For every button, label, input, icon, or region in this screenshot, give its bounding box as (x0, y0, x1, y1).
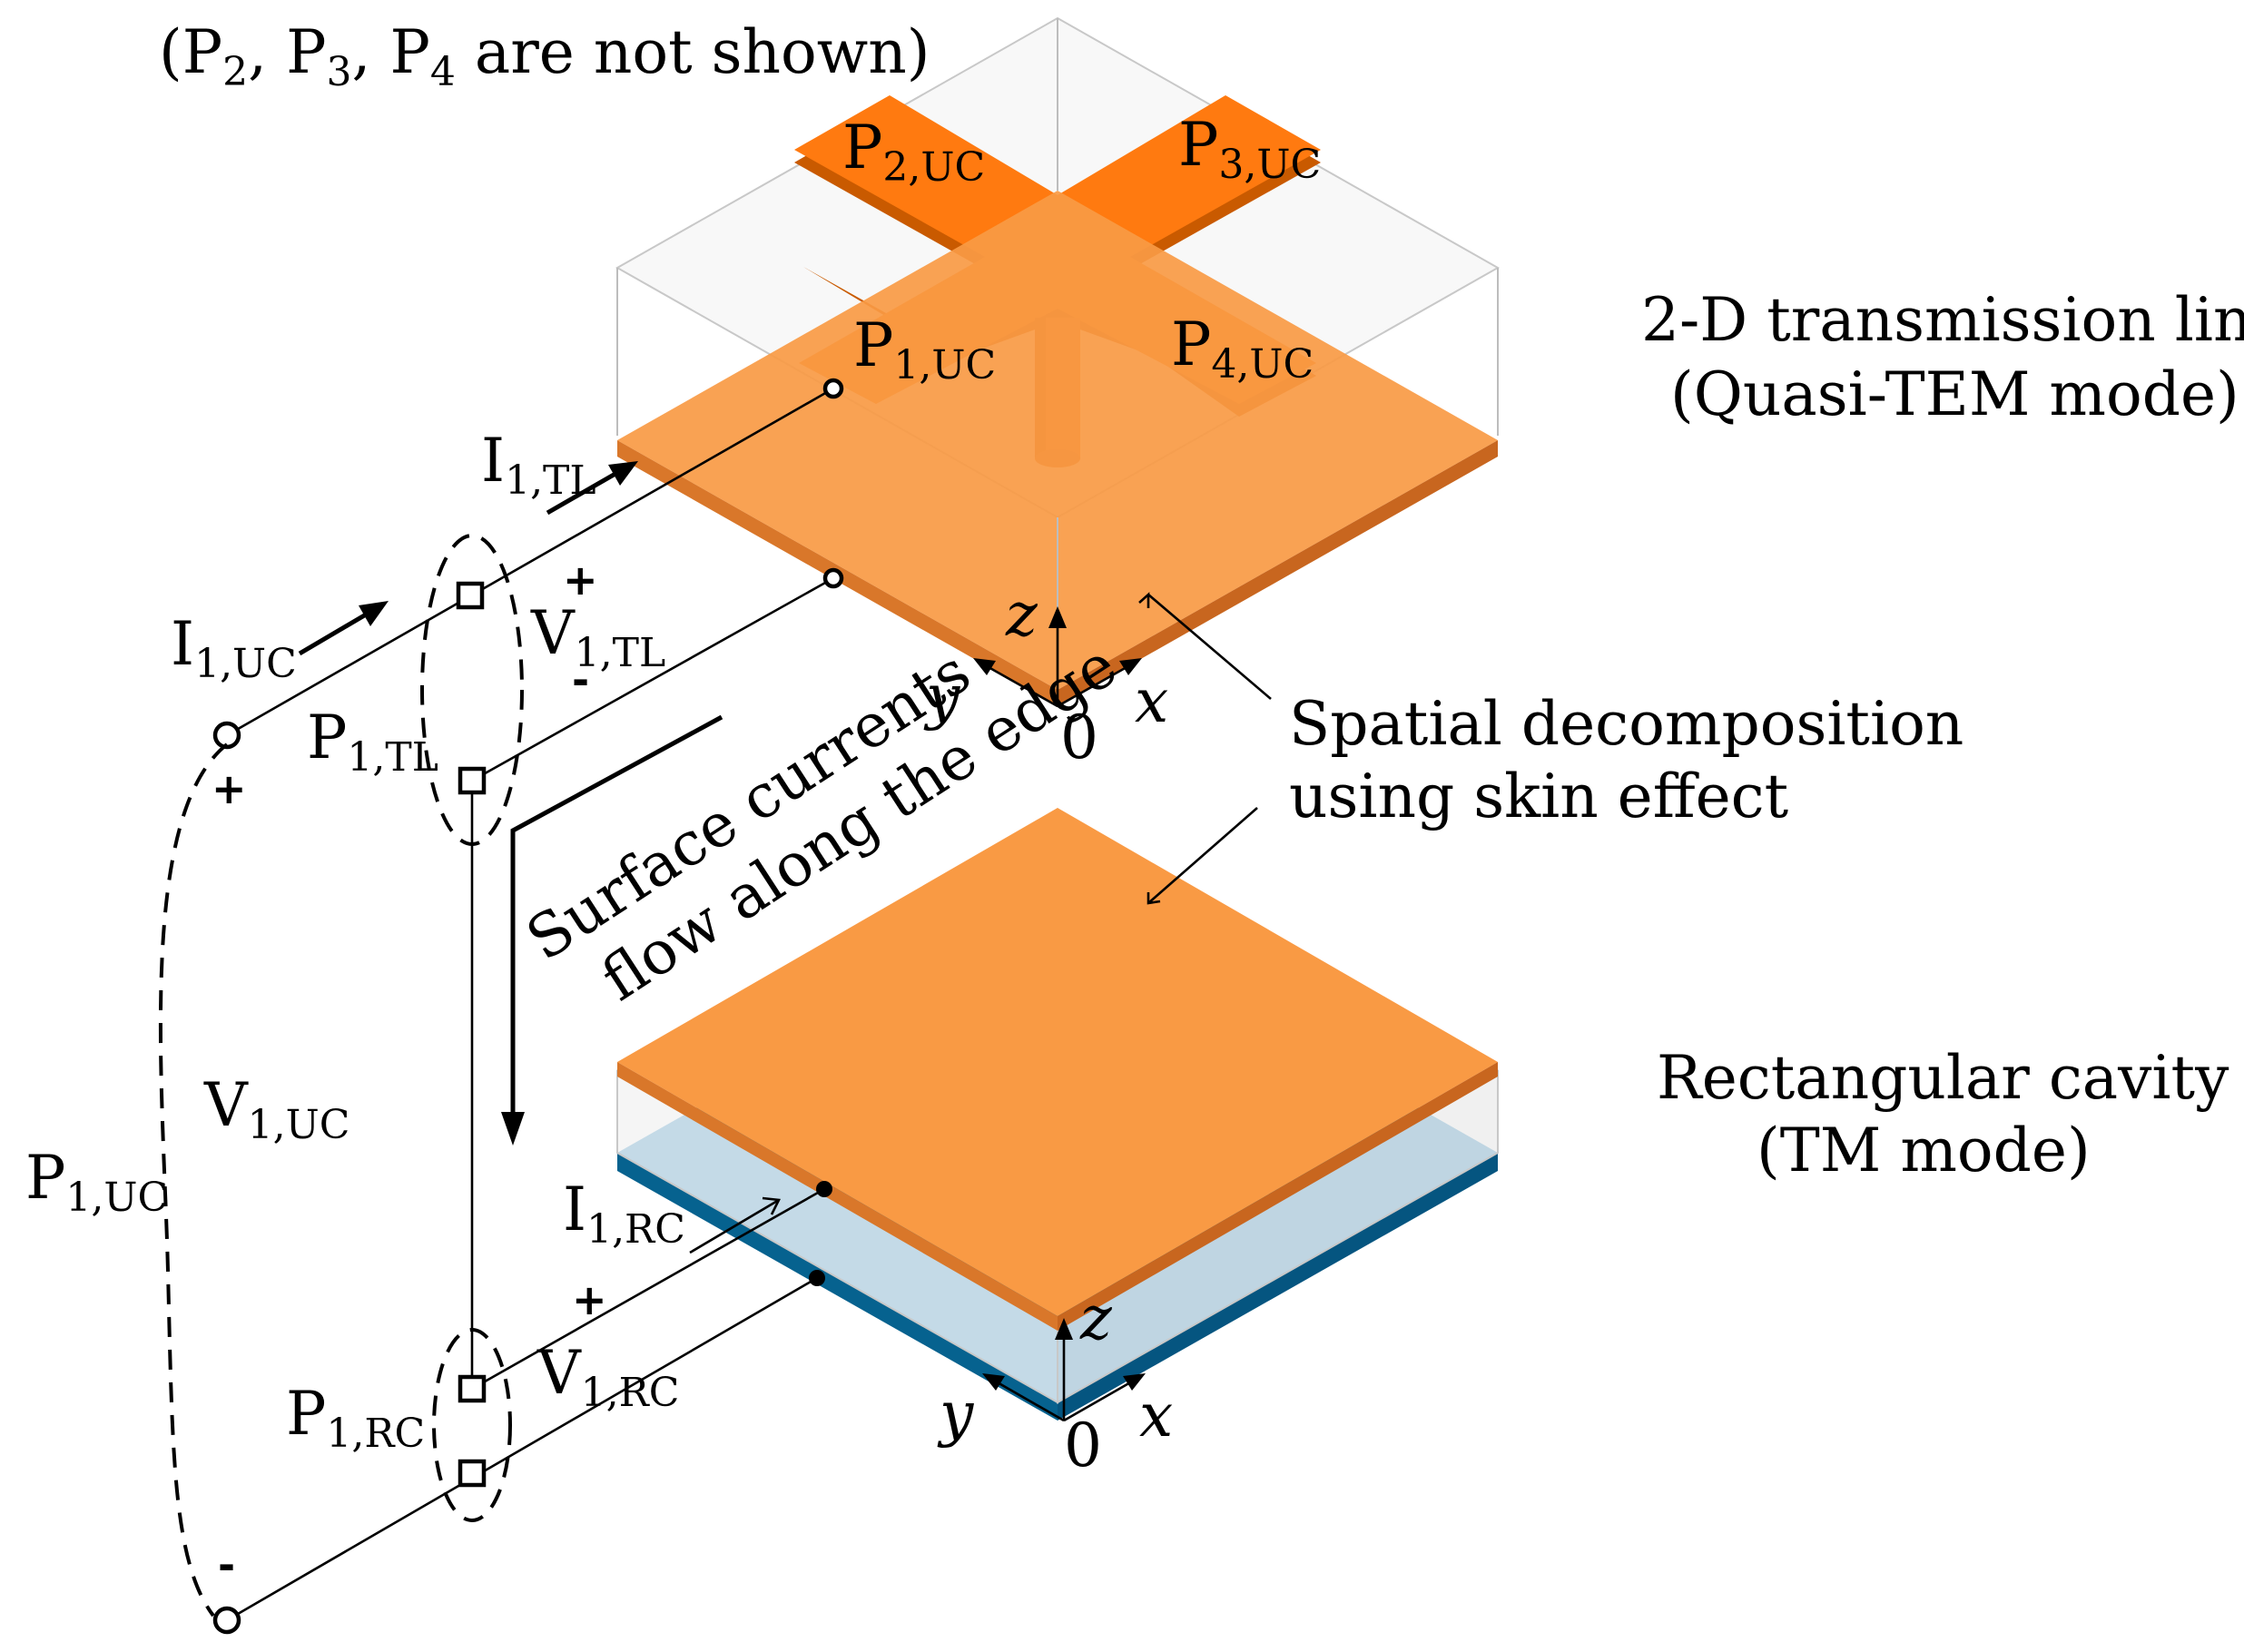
rc-node-lower (809, 1270, 825, 1286)
tl-port-group (420, 534, 524, 846)
uc-node-minus (212, 1606, 241, 1635)
top-axis-y: y (923, 662, 960, 732)
top-axis-x: x (1135, 666, 1168, 736)
top-axis-z: z (1005, 580, 1038, 650)
decomposition-line2: using skin effect (1289, 762, 1788, 831)
tl-title-line1: 2-D transmission line (1641, 285, 2244, 355)
tl-node-upper (822, 378, 844, 399)
uc-port-arc (158, 742, 229, 1618)
uc-minus: - (218, 1540, 235, 1589)
decomposition-pointer-bottom (1147, 807, 1258, 904)
top-axes: z y x 0 (923, 580, 1168, 772)
bottom-axis-origin: 0 (1064, 1411, 1102, 1480)
port-p2uc: P2,UC (842, 113, 985, 191)
top-axis-origin: 0 (1060, 703, 1098, 772)
label-i1rc: I1,RC (563, 1175, 685, 1253)
label-i1uc: I1,UC (171, 609, 297, 687)
rc-plus: + (572, 1275, 607, 1324)
not-shown-note: (P2, P3, P4 are not shown) (159, 17, 930, 95)
bottom-axis-y: y (937, 1379, 974, 1449)
bottom-axes: z y x 0 (937, 1283, 1173, 1480)
decomposition-line1: Spatial decomposition (1289, 689, 1964, 759)
port-p4uc: P4,UC (1171, 310, 1314, 388)
circuit (158, 378, 844, 1635)
tl-minus: - (572, 655, 589, 704)
rc-port-lower (458, 1459, 487, 1488)
tl-port-lower (458, 766, 487, 795)
uc-plus: + (212, 764, 247, 813)
label-v1tl: V1,TL (530, 598, 665, 676)
uc-node-plus (212, 721, 241, 750)
bottom-axis-x: x (1139, 1381, 1173, 1450)
port-p1uc: P1,UC (853, 310, 996, 388)
rc-node-upper (816, 1181, 832, 1197)
tl-node-lower (822, 567, 844, 589)
tl-port-upper (456, 581, 485, 610)
label-i1tl: I1,TL (481, 426, 596, 504)
rc-port-upper (458, 1374, 487, 1403)
label-p1tl: P1,TL (307, 703, 438, 781)
bottom-axis-z: z (1079, 1283, 1113, 1353)
tl-title-line2: (Quasi-TEM mode) (1670, 359, 2239, 429)
bottom-structure: z y x 0 (616, 808, 1499, 1480)
label-v1rc: V1,RC (536, 1338, 679, 1416)
label-v1uc: V1,UC (203, 1070, 349, 1148)
port-p3uc: P3,UC (1178, 110, 1321, 188)
tl-plus: + (563, 556, 598, 605)
label-p1uc: P1,UC (25, 1143, 168, 1221)
rc-title-line1: Rectangular cavity (1657, 1043, 2229, 1113)
rc-title-line2: (TM mode) (1757, 1116, 2091, 1185)
decomposition-pointer-top (1147, 594, 1272, 700)
label-p1rc: P1,RC (286, 1379, 425, 1457)
rc-port-group (432, 1328, 512, 1522)
surface-current-arrow (510, 714, 723, 1126)
